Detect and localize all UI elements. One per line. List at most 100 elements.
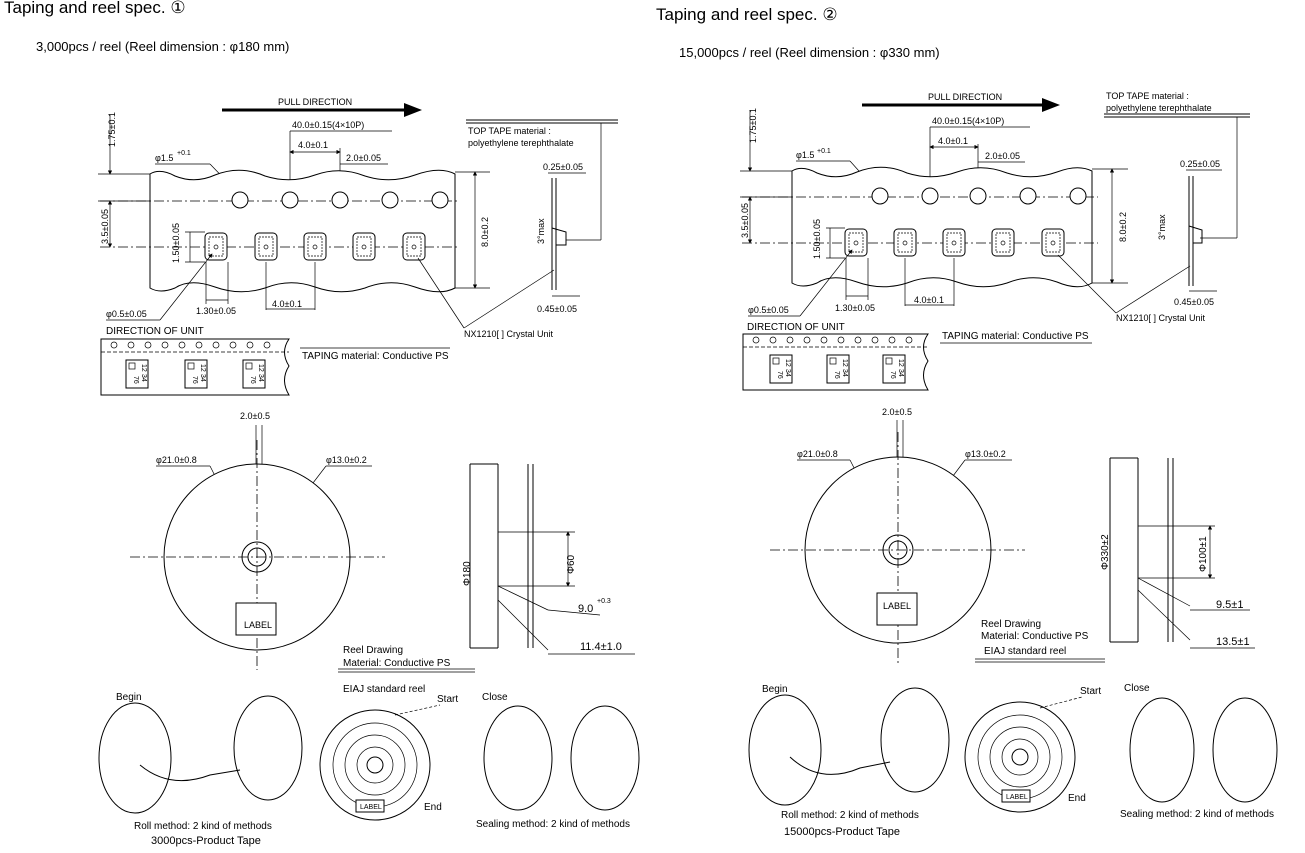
left-end: End — [424, 802, 442, 813]
right-reel-d20: 2.0±0.5 — [882, 407, 912, 417]
left-chip3-l2: 34 — [257, 374, 264, 382]
right-chip2-l2: 34 — [841, 369, 848, 377]
left-taping-material: TAPING material: Conductive PS — [302, 351, 449, 362]
left-dim-150: 1.50±0.05 — [171, 223, 181, 263]
right-chip3-l2: 34 — [897, 369, 904, 377]
right-close: Close — [1124, 683, 1150, 694]
right-dim-hole: φ1.5 — [796, 150, 814, 160]
right-reel-drawing1: Reel Drawing — [981, 619, 1041, 630]
left-crystal-unit: NX1210[ ] Crystal Unit — [464, 329, 554, 339]
left-chip2-l2: 34 — [199, 374, 206, 382]
left-top-tape-line1: TOP TAPE material : — [468, 126, 551, 136]
left-reel-drawing1: Reel Drawing — [343, 645, 403, 656]
right-dim-175: 1.75±0.1 — [748, 108, 758, 143]
left-unit-holes — [110, 341, 271, 349]
right-reel-drawing3: EIAJ standard reel — [984, 646, 1066, 657]
left-dim-pitch: 4.0±0.1 — [298, 140, 328, 150]
left-dim-35: 3.5±0.05 — [100, 209, 110, 244]
right-reel-label-box — [876, 592, 918, 626]
right-dim-angle: 3°max — [1157, 214, 1167, 240]
left-dim-130: 1.30±0.05 — [196, 306, 236, 316]
right-dim-130: 1.30±0.05 — [835, 303, 875, 313]
left-chip3-l3: 76 — [249, 376, 256, 384]
right-start: Start — [1080, 686, 1101, 697]
left-small-label: LABEL — [360, 804, 382, 811]
right-chip3-l1: 12 — [897, 359, 904, 367]
left-reel-d90: 9.0 — [578, 603, 593, 615]
left-chip1-l2: 34 — [140, 374, 147, 382]
left-pull-direction: PULL DIRECTION — [278, 97, 352, 107]
left-begin: Begin — [116, 692, 142, 703]
left-reel-d13: φ13.0±0.2 — [326, 455, 367, 465]
right-dim-hole-offset: 2.0±0.05 — [985, 151, 1020, 161]
left-dim-pitch-b: 4.0±0.1 — [272, 299, 302, 309]
left-chip2-l1: 12 — [199, 364, 206, 372]
right-dim-hole-tol: +0.1 — [817, 148, 831, 155]
right-reel-drawing2: Material: Conductive PS — [981, 631, 1089, 642]
left-reel-d20: 2.0±0.5 — [240, 411, 270, 421]
right-dim-025: 0.25±0.05 — [1180, 159, 1220, 169]
left-reel-label-box — [235, 602, 277, 636]
right-reel-d13: φ13.0±0.2 — [965, 449, 1006, 459]
left-reel-d114: 11.4±1.0 — [580, 641, 622, 653]
left-dim-045: 0.45±0.05 — [537, 304, 577, 314]
left-top-tape-line2: polyethylene terephthalate — [468, 138, 574, 148]
right-tape-spec: PULL DIRECTION TOP TAPE material : polye… — [740, 91, 1278, 838]
right-direction-of-unit: DIRECTION OF UNIT — [747, 322, 845, 333]
left-chip2-l3: 76 — [191, 376, 198, 384]
left-dim-80: 8.0±0.2 — [480, 217, 490, 247]
right-dim-05: φ0.5±0.05 — [748, 305, 789, 315]
right-taping-material: TAPING material: Conductive PS — [942, 331, 1089, 342]
left-dim-05: φ0.5±0.05 — [106, 309, 147, 319]
right-dim-80: 8.0±0.2 — [1118, 212, 1128, 242]
right-top-tape-line2: polyethylene terephthalate — [1106, 103, 1212, 113]
left-dim-pitch10: 40.0±0.15(4×10P) — [292, 120, 364, 130]
left-product: 3000pcs-Product Tape — [151, 835, 261, 847]
left-dim-175: 1.75±0.1 — [107, 112, 117, 147]
right-chip1-l3: 76 — [776, 371, 783, 379]
left-reel-d60: Φ60 — [566, 554, 577, 574]
left-eiaj: EIAJ standard reel — [343, 684, 425, 695]
left-subtitle: 3,000pcs / reel (Reel dimension : φ180 m… — [36, 39, 290, 54]
right-reel-label: LABEL — [883, 601, 911, 611]
right-dim-pitch10: 40.0±0.15(4×10P) — [932, 116, 1004, 126]
left-dim-hole-tol: +0.1 — [177, 150, 191, 157]
left-dim-025: 0.25±0.05 — [543, 162, 583, 172]
right-roll: Roll method: 2 kind of methods — [781, 810, 919, 821]
left-reel-d21: φ21.0±0.8 — [156, 455, 197, 465]
left-roll: Roll method: 2 kind of methods — [134, 821, 272, 832]
right-dim-pitch-b: 4.0±0.1 — [914, 295, 944, 305]
right-pull-direction: PULL DIRECTION — [928, 92, 1002, 102]
left-start: Start — [437, 694, 458, 705]
left-chip3-l1: 12 — [257, 364, 264, 372]
right-title: Taping and reel spec. ② — [656, 5, 838, 24]
right-reel-d100: Φ100±1 — [1198, 536, 1209, 572]
right-end: End — [1068, 793, 1086, 804]
right-chip1-l1: 12 — [784, 359, 791, 367]
right-reel-d135: 13.5±1 — [1216, 636, 1250, 648]
right-top-tape-line1: TOP TAPE material : — [1106, 91, 1189, 101]
right-product: 15000pcs-Product Tape — [784, 826, 900, 838]
left-title: Taping and reel spec. ① — [4, 0, 186, 17]
left-chip-marks: 12 34 76 12 34 76 12 34 76 — [125, 359, 266, 389]
left-close: Close — [482, 692, 508, 703]
right-chip1-l2: 34 — [784, 369, 791, 377]
left-reel-drawing2: Material: Conductive PS — [343, 658, 451, 669]
right-chip3-l3: 76 — [889, 371, 896, 379]
left-dim-hole-offset: 2.0±0.05 — [346, 153, 381, 163]
right-crystal-unit: NX1210[ ] Crystal Unit — [1116, 313, 1206, 323]
left-reel-d180: Φ180 — [462, 561, 473, 586]
right-reel-d95: 9.5±1 — [1216, 599, 1243, 611]
right-dim-150: 1.50±0.05 — [812, 219, 822, 259]
right-chip2-l1: 12 — [841, 359, 848, 367]
right-subtitle: 15,000pcs / reel (Reel dimension : φ330 … — [679, 45, 940, 60]
right-chip2-l3: 76 — [833, 371, 840, 379]
left-tape-spec: PULL DIRECTION TOP TAPE material : polye… — [98, 97, 640, 847]
left-chip1-l3: 76 — [132, 376, 139, 384]
left-reel-d90-tol: +0.3 — [597, 598, 611, 605]
right-dim-35: 3.5±0.05 — [740, 203, 750, 238]
left-dim-hole: φ1.5 — [155, 153, 173, 163]
right-reel-d21: φ21.0±0.8 — [797, 449, 838, 459]
right-dim-pitch: 4.0±0.1 — [938, 136, 968, 146]
